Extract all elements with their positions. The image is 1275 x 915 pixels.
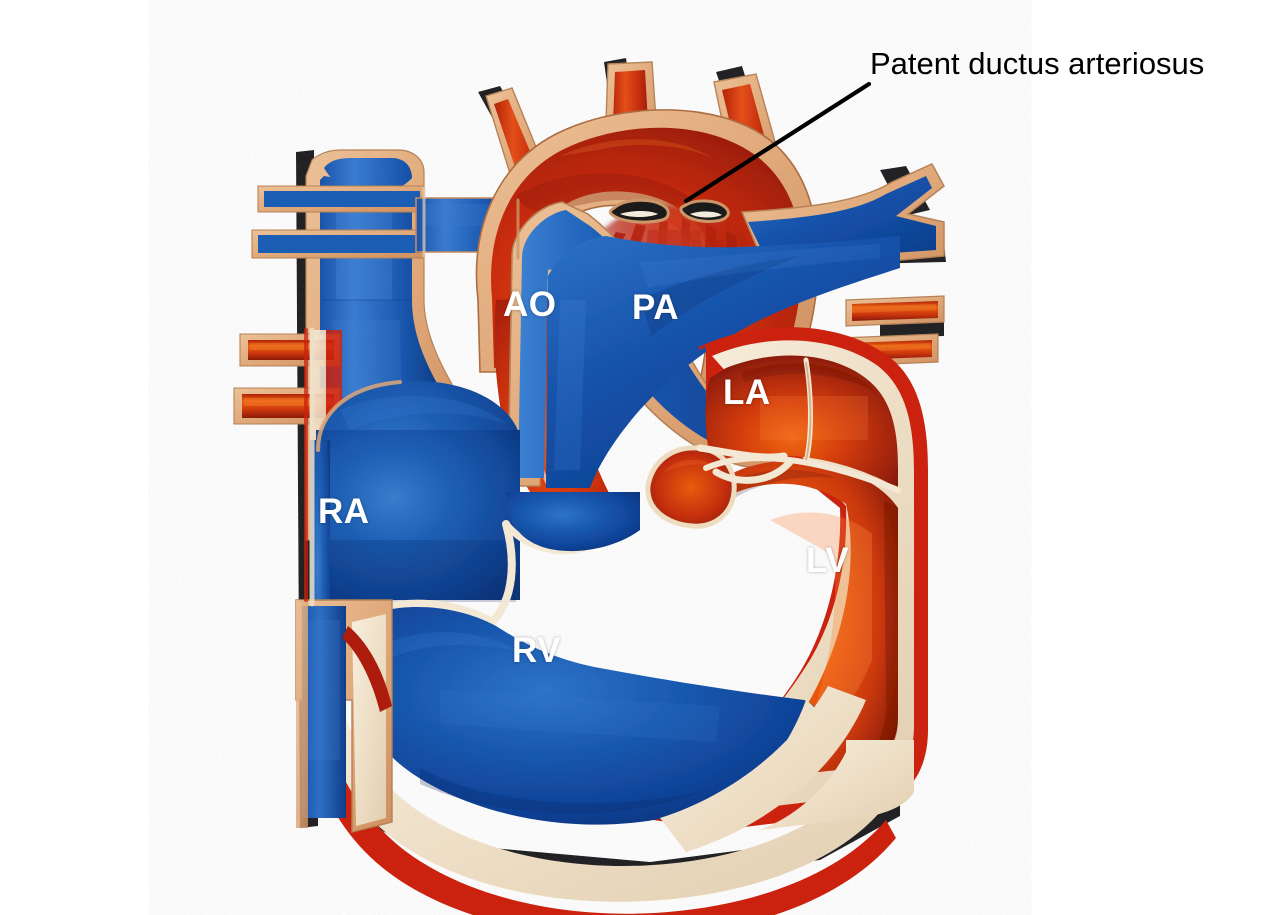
callout-leader-line — [683, 81, 872, 204]
av-septum — [488, 520, 516, 626]
ductus-openings — [608, 198, 730, 224]
right-pulmonary-veins — [839, 295, 945, 367]
left-atrial-appendage — [645, 445, 737, 529]
callout-label-patent-ductus-arteriosus: Patent ductus arteriosus — [870, 46, 1205, 81]
endocardial-outlines — [304, 186, 892, 607]
aortic-valve — [712, 458, 794, 484]
heart-anatomy-group — [233, 58, 946, 915]
ventricular-myocardium — [298, 648, 914, 915]
inferior-vena-cava — [295, 599, 393, 833]
